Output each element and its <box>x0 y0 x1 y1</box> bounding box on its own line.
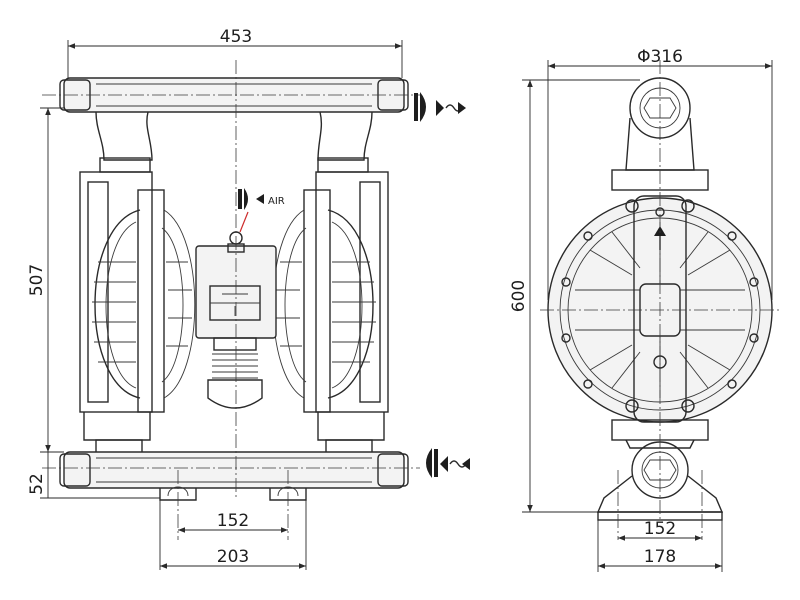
dim-side-base-width: 178 <box>644 547 676 567</box>
left-chamber <box>79 171 196 413</box>
dim-front-foot-spacing: 152 <box>217 511 249 531</box>
fluid-outlet-icon <box>414 92 466 122</box>
dim-front-base: 52 <box>27 473 47 495</box>
dim-front-width: 453 <box>220 27 252 47</box>
front-view: 453 507 52 152 203 AIR <box>27 27 470 570</box>
bottom-manifold <box>63 451 405 489</box>
dim-front-base-width: 203 <box>217 547 249 567</box>
side-view: Φ316 600 152 178 <box>509 47 780 572</box>
fluid-inlet-icon <box>426 448 470 478</box>
dim-side-height: 600 <box>509 280 529 312</box>
right-chamber <box>272 171 389 413</box>
air-label: AIR <box>268 196 285 207</box>
dim-front-height: 507 <box>27 264 47 296</box>
muffler <box>207 337 263 409</box>
air-pointer <box>239 211 249 233</box>
air-inlet-icon <box>238 188 264 210</box>
dim-side-diameter: Φ316 <box>637 47 683 67</box>
dim-side-foot-spacing: 152 <box>644 519 676 539</box>
